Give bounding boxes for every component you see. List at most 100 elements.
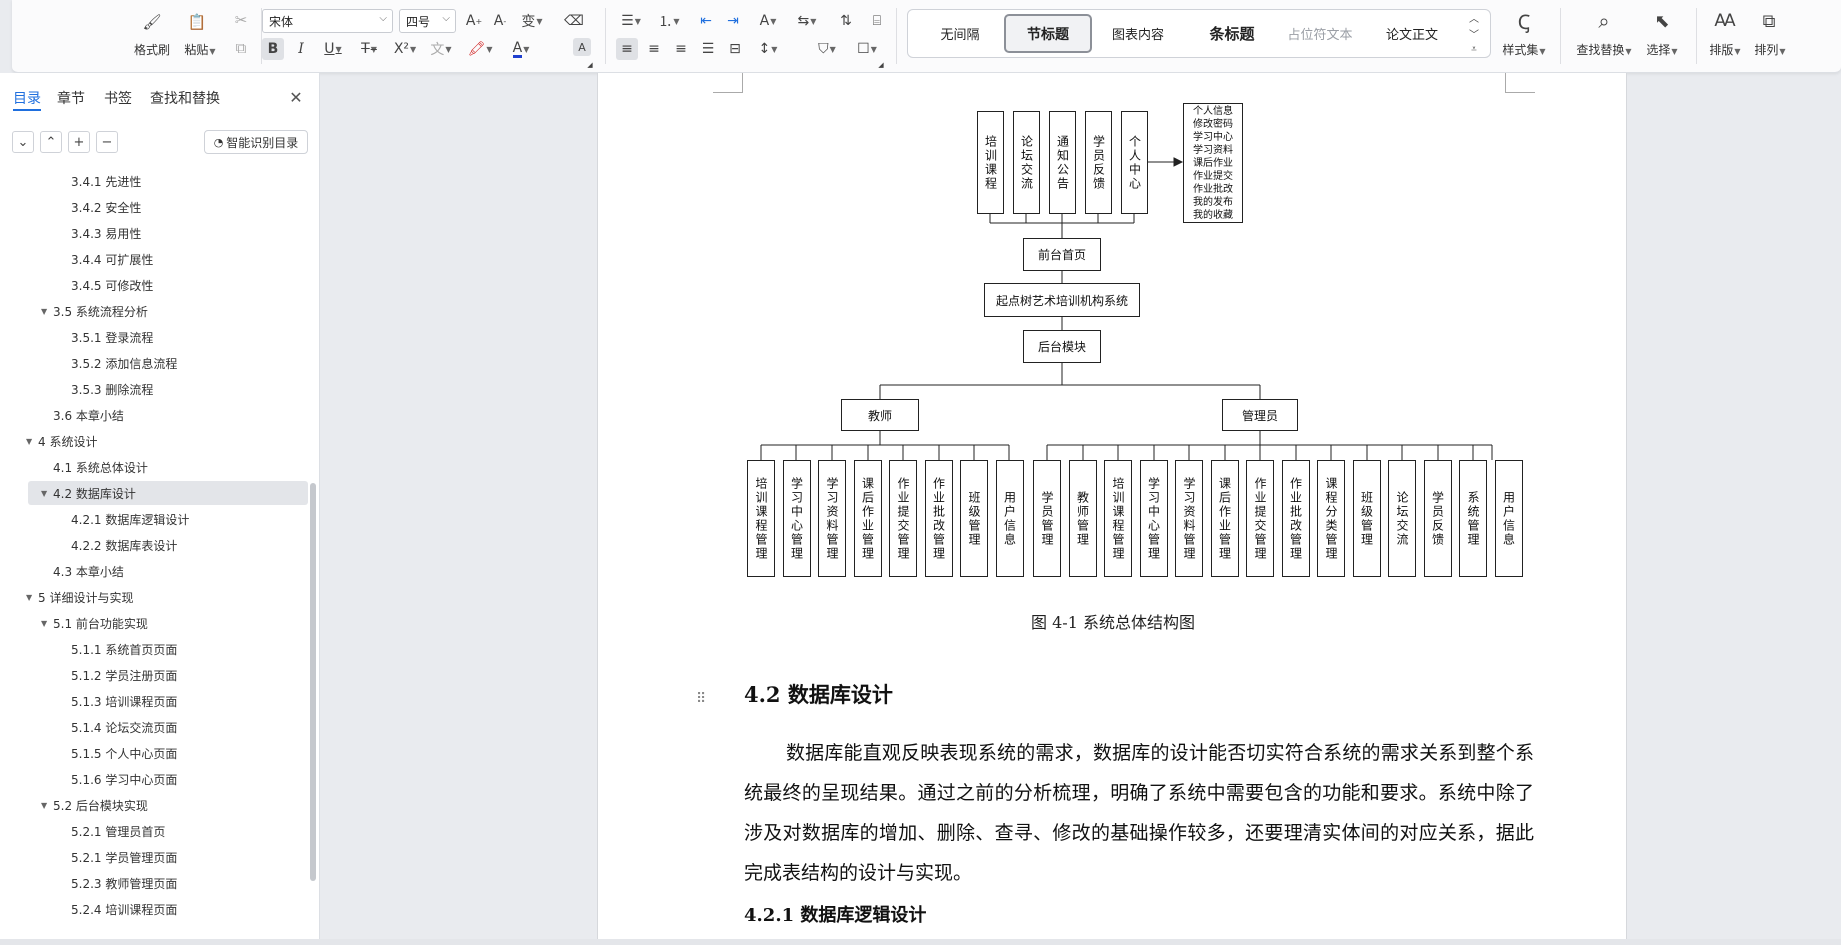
layout-button[interactable]: 排版▼ bbox=[1709, 43, 1741, 57]
collapse-all-button[interactable]: ⌄ bbox=[12, 131, 34, 153]
toc-item[interactable]: 4.3 本章小结 bbox=[41, 559, 124, 583]
expand-triangle-icon[interactable]: ▼ bbox=[41, 800, 48, 810]
toc-item[interactable]: 4.1 系统总体设计 bbox=[41, 455, 148, 479]
decrease-indent-icon[interactable]: ⇤ bbox=[700, 13, 712, 29]
gallery-expand-icon[interactable]: ⩡ bbox=[1471, 43, 1477, 55]
toc-item[interactable]: 5.1.4 论坛交流页面 bbox=[59, 715, 177, 739]
toc-item[interactable]: 3.4.2 安全性 bbox=[59, 195, 141, 219]
style-item[interactable]: 条标题 bbox=[1209, 25, 1255, 43]
toc-item[interactable]: 5.1.2 学员注册页面 bbox=[59, 663, 177, 687]
increase-indent-icon[interactable]: ⇥ bbox=[727, 13, 739, 29]
style-set-icon[interactable]: Ꞔ bbox=[1517, 9, 1531, 34]
tab-toc[interactable]: 目录 bbox=[13, 91, 41, 107]
add-heading-button[interactable]: + bbox=[68, 131, 90, 153]
smart-toc-button[interactable]: ◔智能识别目录 bbox=[204, 130, 308, 154]
justify-button[interactable]: ☰ bbox=[701, 41, 715, 57]
tab-find-replace[interactable]: 查找和替换 bbox=[150, 91, 220, 107]
char-shading-button[interactable]: A bbox=[573, 38, 591, 56]
toc-item[interactable]: 5.1.6 学习中心页面 bbox=[59, 767, 177, 791]
toc-item[interactable]: ▼3.5 系统流程分析 bbox=[41, 299, 148, 323]
expand-triangle-icon[interactable]: ▼ bbox=[41, 306, 48, 316]
toc-item[interactable]: 3.5.3 删除流程 bbox=[59, 377, 153, 401]
toc-item[interactable]: ▼5.2 后台模块实现 bbox=[41, 793, 148, 817]
shrink-font-icon[interactable]: A- bbox=[493, 13, 507, 29]
toc-item[interactable]: 3.4.3 易用性 bbox=[59, 221, 141, 245]
highlight-color-button[interactable]: 🖍▼ bbox=[467, 41, 493, 57]
toc-item[interactable]: 3.5.2 添加信息流程 bbox=[59, 351, 177, 375]
panel-scrollbar[interactable] bbox=[310, 483, 316, 881]
border-icon[interactable]: ☐▼ bbox=[857, 41, 877, 57]
gallery-scroll-down-icon[interactable]: ﹀ bbox=[1469, 29, 1479, 41]
paste-icon[interactable]: 📋 bbox=[187, 13, 207, 31]
font-color-button[interactable]: A▼ bbox=[512, 39, 530, 58]
toc-item[interactable]: 5.2.1 学员管理页面 bbox=[59, 845, 177, 869]
copy-icon[interactable]: ⧉ bbox=[235, 39, 247, 57]
expand-triangle-icon[interactable]: ▼ bbox=[26, 592, 33, 602]
toc-item[interactable]: 3.5.1 登录流程 bbox=[59, 325, 153, 349]
text-direction-icon[interactable]: ⇆▼ bbox=[797, 13, 817, 29]
layout-icon[interactable]: Ꜳ bbox=[1714, 11, 1736, 31]
tab-chapters[interactable]: 章节 bbox=[57, 91, 85, 107]
toc-item[interactable]: 3.4.5 可修改性 bbox=[59, 273, 153, 297]
style-set-button[interactable]: 样式集▼ bbox=[1502, 43, 1546, 57]
toc-item[interactable]: 5.2.1 管理员首页 bbox=[59, 819, 165, 843]
phonetic-icon[interactable]: 变▼ bbox=[521, 14, 543, 30]
style-item[interactable]: 论文正文 bbox=[1385, 28, 1438, 43]
format-painter-button[interactable]: 格式刷 bbox=[133, 43, 170, 57]
toc-item[interactable]: 5.1.1 系统首页页面 bbox=[59, 637, 177, 661]
strikethrough-button[interactable]: T▼ bbox=[361, 41, 377, 57]
align-center-button[interactable]: ≡ bbox=[648, 41, 660, 57]
expand-triangle-icon[interactable]: ▼ bbox=[26, 436, 33, 446]
toc-item[interactable]: 4.2.2 数据库表设计 bbox=[59, 533, 177, 557]
gallery-scroll-up-icon[interactable]: ︿ bbox=[1469, 13, 1479, 25]
char-scale-icon[interactable]: A▼ bbox=[759, 13, 777, 29]
select-button[interactable]: 选择▼ bbox=[1646, 43, 1678, 57]
toc-item[interactable]: 5.1.5 个人中心页面 bbox=[59, 741, 177, 765]
style-item[interactable]: 图表内容 bbox=[1111, 28, 1164, 43]
emphasis-mark-icon[interactable]: 文▼ bbox=[430, 42, 452, 58]
cut-icon[interactable]: ✂ bbox=[234, 11, 248, 29]
grow-font-icon[interactable]: A+ bbox=[465, 13, 483, 29]
align-left-button[interactable]: ≡ bbox=[616, 38, 638, 60]
find-replace-button[interactable]: 查找替换▼ bbox=[1576, 43, 1632, 57]
drag-handle-icon[interactable]: ⠿ bbox=[696, 691, 707, 707]
line-spacing-icon[interactable]: ↕▼ bbox=[758, 41, 778, 57]
style-item[interactable]: 占位符文本 bbox=[1287, 28, 1353, 43]
style-item[interactable]: 无间隔 bbox=[940, 28, 980, 43]
toc-item[interactable]: ▼4 系统设计 bbox=[26, 429, 97, 453]
expand-up-button[interactable]: ⌃ bbox=[40, 131, 62, 153]
format-painter-icon[interactable]: 🖌 bbox=[142, 13, 162, 31]
toc-item[interactable]: 3.4.4 可扩展性 bbox=[59, 247, 153, 271]
bold-button[interactable]: B bbox=[262, 38, 284, 60]
horizontal-scrollbar[interactable] bbox=[0, 939, 1841, 945]
font-size-select[interactable]: 四号⌵ bbox=[399, 9, 456, 33]
dialog-launcher-icon[interactable]: ◢ bbox=[878, 61, 884, 69]
distribute-button[interactable]: ⊟ bbox=[729, 41, 741, 57]
font-name-select[interactable]: 宋体⌵ bbox=[262, 9, 393, 33]
remove-heading-button[interactable]: − bbox=[96, 131, 118, 153]
style-item[interactable]: 节标题 bbox=[1004, 14, 1092, 53]
toc-item[interactable]: ▼5 详细设计与实现 bbox=[26, 585, 133, 609]
align-right-button[interactable]: ≡ bbox=[675, 41, 687, 57]
toc-item[interactable]: 3.6 本章小结 bbox=[41, 403, 124, 427]
italic-button[interactable]: I bbox=[298, 41, 304, 57]
search-icon[interactable]: ⌕ bbox=[1598, 9, 1610, 33]
underline-button[interactable]: U▼ bbox=[324, 41, 342, 57]
number-list-icon[interactable]: ⒈▼ bbox=[658, 14, 680, 30]
paste-button[interactable]: 粘贴▼ bbox=[184, 43, 216, 57]
toc-item[interactable]: 5.2.3 教师管理页面 bbox=[59, 871, 177, 895]
sort-icon[interactable]: ⇅ bbox=[840, 13, 852, 29]
clear-format-icon[interactable]: ⌫ bbox=[564, 13, 584, 29]
expand-triangle-icon[interactable]: ▼ bbox=[41, 618, 48, 628]
show-marks-icon[interactable]: ⌸ bbox=[872, 13, 882, 29]
superscript-button[interactable]: X²▼ bbox=[393, 41, 417, 57]
dialog-launcher-icon[interactable]: ◢ bbox=[587, 61, 593, 69]
toc-item[interactable]: 5.1.3 培训课程页面 bbox=[59, 689, 177, 713]
toc-item[interactable]: 5.2.4 培训课程页面 bbox=[59, 897, 177, 921]
arrange-icon[interactable]: ⧉ bbox=[1762, 10, 1776, 32]
toc-item[interactable]: 3.4.1 先进性 bbox=[59, 169, 141, 193]
close-icon[interactable]: ✕ bbox=[289, 87, 303, 107]
toc-item[interactable]: ▼5.1 前台功能实现 bbox=[41, 611, 148, 635]
tab-bookmarks[interactable]: 书签 bbox=[104, 91, 132, 107]
shading-icon[interactable]: ⛉▼ bbox=[818, 41, 836, 57]
